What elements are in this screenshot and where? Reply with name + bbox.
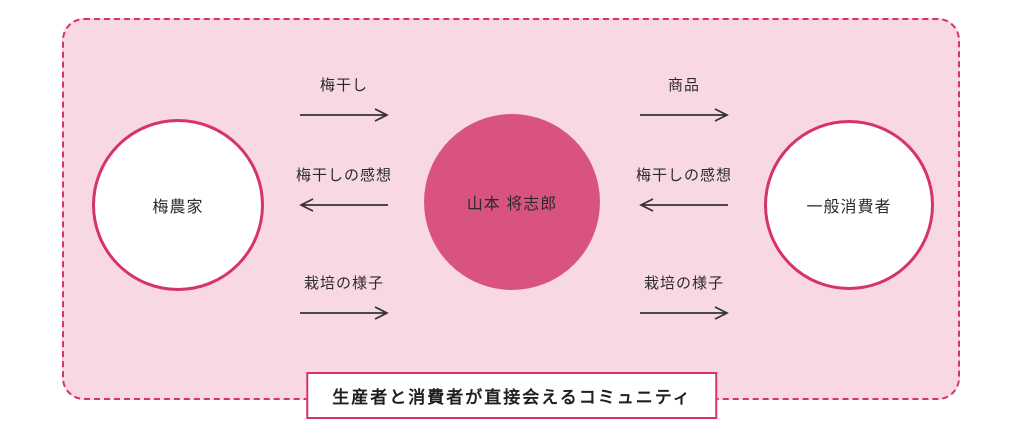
entity-consumer-label: 一般消費者	[806, 199, 892, 216]
arrow-right-icon	[640, 108, 729, 122]
flow-umeboshi-feedback-left-label: 梅干しの感想	[296, 167, 393, 184]
flow-umeboshi-feedback-left: 梅干しの感想	[296, 164, 393, 213]
caption-box: 生産者と消費者が直接会えるコミュニティ	[306, 372, 718, 419]
arrow-left-icon	[299, 198, 388, 212]
flow-product-label: 商品	[667, 77, 700, 94]
entity-yamamoto: 山本 将志郎	[424, 114, 600, 290]
arrow-right-icon	[300, 108, 389, 122]
flow-cultivation-right: 栽培の様子	[638, 272, 730, 321]
arrow-right-icon	[300, 306, 389, 320]
flow-umeboshi-feedback-right-label: 梅干しの感想	[636, 167, 733, 184]
caption-text: 生産者と消費者が直接会えるコミュニティ	[332, 388, 692, 407]
flow-umeboshi: 梅干し	[298, 74, 390, 123]
arrow-right-icon	[640, 306, 729, 320]
flow-cultivation-left: 栽培の様子	[298, 272, 390, 321]
flow-umeboshi-label: 梅干し	[319, 77, 368, 94]
flow-cultivation-left-label: 栽培の様子	[303, 275, 384, 292]
flow-umeboshi-feedback-right: 梅干しの感想	[636, 164, 733, 213]
entity-yamamoto-label: 山本 将志郎	[466, 196, 558, 213]
entity-consumer: 一般消費者	[764, 120, 934, 290]
entity-plum-farmer-label: 梅農家	[152, 199, 204, 216]
arrow-left-icon	[639, 198, 728, 212]
flow-product: 商品	[638, 74, 730, 123]
flow-cultivation-right-label: 栽培の様子	[643, 275, 724, 292]
entity-plum-farmer: 梅農家	[92, 119, 264, 291]
